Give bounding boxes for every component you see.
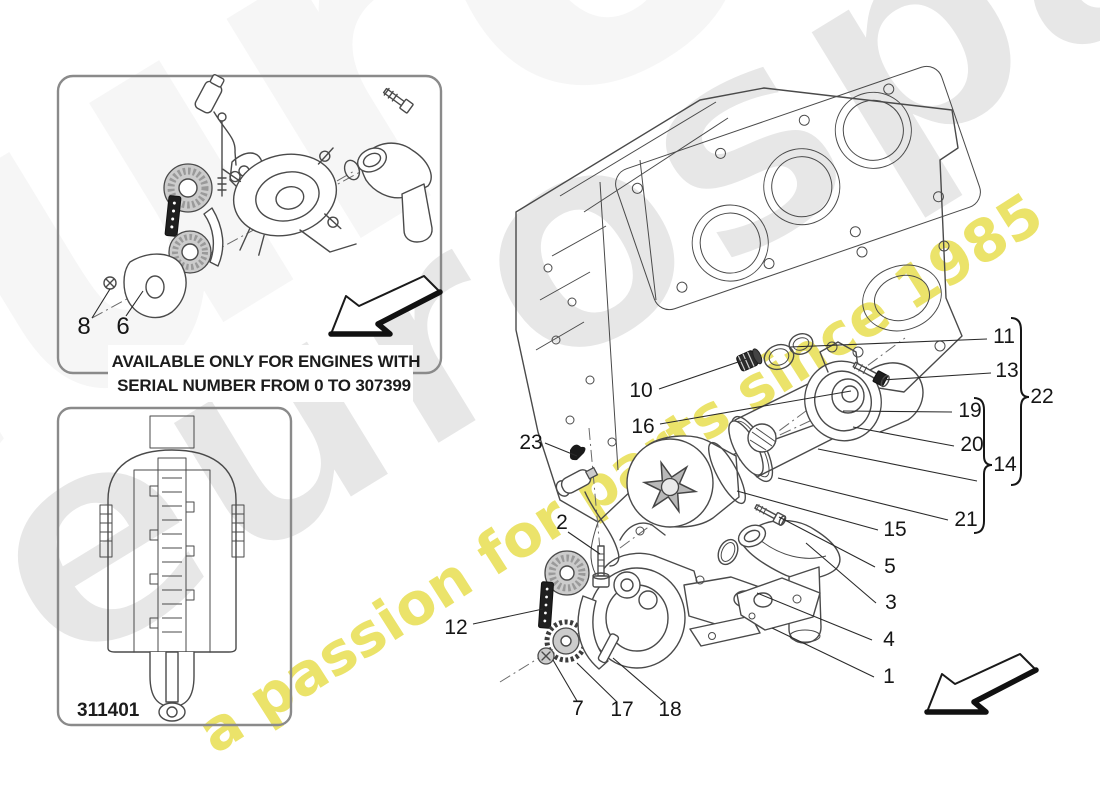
note-backplate — [108, 345, 413, 402]
callout-20: 20 — [960, 433, 983, 456]
inset-box-filter-section: 311401 — [56, 406, 293, 727]
callout-23: 23 — [519, 431, 542, 454]
plug-10 — [736, 348, 763, 372]
oil-sensor — [555, 466, 599, 497]
chain-guide — [577, 595, 609, 670]
tensioner-pad — [597, 633, 620, 664]
intake-snorkel — [717, 504, 841, 644]
callout-4: 4 — [883, 628, 895, 651]
callout-10: 10 — [629, 379, 652, 402]
callout-15: 15 — [883, 518, 906, 541]
pump-drive-parts — [537, 444, 620, 670]
callout-17: 17 — [610, 698, 633, 721]
bracket-group-14 — [973, 397, 993, 534]
callout-11: 11 — [993, 325, 1015, 348]
timing-chain — [538, 581, 554, 629]
callout-1: 1 — [883, 665, 895, 688]
inset-box-early-pump: 8 6 — [56, 73, 441, 375]
callout-14: 14 — [993, 453, 1017, 476]
oil-filter-parts — [626, 333, 924, 528]
inset-box-2-border — [56, 406, 293, 727]
note-line-1: AVAILABLE ONLY FOR ENGINES WITH — [112, 352, 421, 371]
callout-8: 8 — [77, 313, 90, 340]
bolt-13 — [852, 361, 890, 388]
callout-3: 3 — [885, 591, 897, 614]
callout-21: 21 — [954, 508, 977, 531]
callout-16: 16 — [631, 415, 654, 438]
leader-lines — [472, 338, 992, 703]
inset-pump-drawing — [91, 73, 433, 319]
inset-part-number: 311401 — [77, 700, 140, 721]
filter-cap-socket — [641, 460, 699, 514]
callout-19: 19 — [958, 399, 981, 422]
callout-5: 5 — [884, 555, 896, 578]
engine-block — [515, 65, 981, 576]
callout-2: 2 — [556, 511, 568, 534]
sensor-clip — [569, 444, 586, 461]
callout-18: 18 — [658, 698, 681, 721]
callout-13: 13 — [995, 359, 1018, 382]
bolt-5 — [754, 504, 787, 526]
main-assembly-drawing: 10 16 23 2 12 7 17 18 1 4 3 5 15 21 20 1… — [444, 65, 1054, 721]
availability-note: AVAILABLE ONLY FOR ENGINES WITH SERIAL N… — [108, 345, 421, 402]
callout-6: 6 — [116, 313, 129, 340]
callout-22: 22 — [1030, 385, 1053, 408]
inset-filter-drawing — [99, 415, 245, 722]
direction-arrow-bottom — [927, 654, 1036, 712]
callout-12: 12 — [444, 616, 467, 639]
callout-7: 7 — [572, 697, 584, 720]
bracket-group-22 — [1010, 317, 1030, 486]
bolt-2 — [592, 545, 610, 588]
note-line-2: SERIAL NUMBER FROM 0 TO 307399 — [117, 376, 411, 395]
